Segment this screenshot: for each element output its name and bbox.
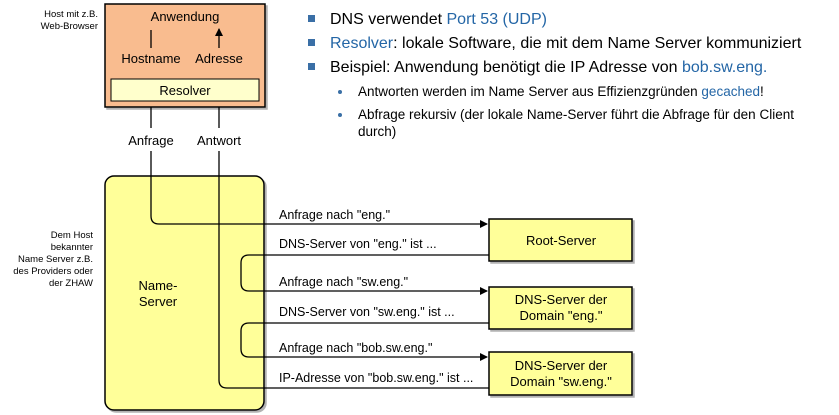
adresse-label: Adresse (195, 51, 243, 66)
antwort-label: Antwort (197, 133, 241, 148)
bullet-item: DNS verwendet Port 53 (UDP) (308, 10, 838, 29)
hostname-label: Hostname (121, 51, 180, 66)
bullet-marker (308, 15, 315, 22)
nameserver-side-label-line: des Providers oder (13, 266, 93, 277)
bullet-text: Beispiel: Anwendung benötigt die IP Adre… (330, 59, 682, 76)
root-server-box (488, 218, 633, 262)
bullet-item: Beispiel: Anwendung benötigt die IP Adre… (308, 58, 838, 77)
bullet-highlight: bob.sw.eng. (681, 59, 768, 76)
sub-bullet-marker (338, 90, 342, 94)
host-side-label-line: Web-Browser (40, 21, 98, 32)
bullet-text: DNS verwendet (330, 11, 447, 28)
anwendung-label: Anwendung (151, 9, 220, 24)
resolver-box (110, 78, 260, 102)
sub-bullet-item: Abfrage rekursiv (der lokale Name-Server… (336, 106, 798, 140)
bullet-marker (308, 39, 315, 46)
host-side-label: Host mit z.B. Web-Browser (20, 9, 98, 33)
message-label: DNS-Server von "eng." ist ... (279, 237, 437, 251)
nameserver-side-label-line: Name Server z.B. (18, 254, 93, 265)
nameserver-side-label-line: der ZHAW (49, 278, 93, 289)
bullet-item: Resolver: lokale Software, die mit dem N… (308, 34, 838, 53)
message-label: Anfrage nach "eng." (279, 208, 390, 222)
sweng-server-box (488, 351, 633, 396)
nameserver-box (104, 175, 265, 411)
host-side-label-line: Host mit z.B. (44, 9, 98, 20)
bullet-marker (308, 63, 315, 70)
sub-bullet-text: ! (759, 84, 764, 99)
anfrage-label: Anfrage (128, 133, 174, 148)
bullet-highlight: Port 53 (UDP) (446, 11, 547, 28)
nameserver-label-line2: Server (139, 294, 178, 309)
sub-bullet-highlight: gecached (701, 84, 760, 99)
message-label: Anfrage nach "sw.eng." (279, 275, 408, 289)
nameserver-side-label-line: bekannter (50, 242, 93, 253)
nameserver-side-label: Dem Host bekannter Name Server z.B. des … (0, 230, 93, 290)
eng-server-label: Domain "eng." (520, 308, 603, 323)
bullet-text: : lokale Software, die mit dem Name Serv… (393, 35, 802, 52)
sub-bullet-text: Antworten werden im Name Server aus Effi… (358, 84, 702, 99)
sub-bullet-text: Abfrage rekursiv (der lokale Name-Server… (358, 107, 794, 139)
nameserver-side-label-line: Dem Host (50, 230, 93, 241)
sweng-server-label: DNS-Server der (515, 358, 608, 373)
sweng-server-label: Domain "sw.eng." (510, 374, 612, 389)
message-label: Anfrage nach "bob.sw.eng." (279, 341, 432, 355)
bullet-highlight: Resolver (330, 35, 394, 52)
sub-bullet-item: Antworten werden im Name Server aus Effi… (336, 83, 838, 100)
bullet-list: DNS verwendet Port 53 (UDP) Resolver: lo… (308, 10, 838, 140)
final-answer-path (218, 176, 489, 389)
root-server-label: Root-Server (526, 233, 597, 248)
response-path-eng (240, 322, 489, 361)
sub-bullet-marker (338, 113, 342, 117)
resolver-label: Resolver (159, 83, 211, 98)
request-path-root (150, 176, 488, 228)
eng-server-box (488, 286, 633, 330)
nameserver-label-line1: Name- (138, 278, 177, 293)
eng-server-label: DNS-Server der (515, 292, 608, 307)
message-label: IP-Adresse von "bob.sw.eng." ist ... (279, 371, 473, 385)
response-path-root (240, 254, 489, 295)
message-label: DNS-Server von "sw.eng." ist ... (279, 305, 455, 319)
